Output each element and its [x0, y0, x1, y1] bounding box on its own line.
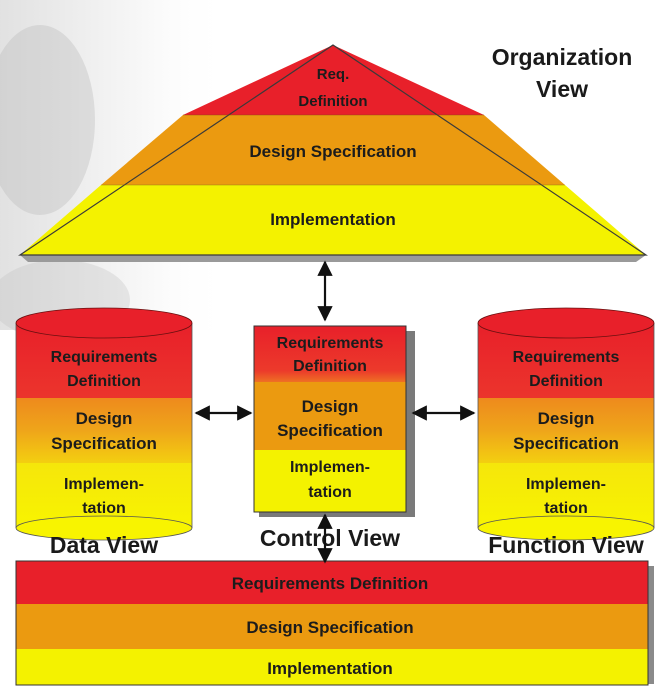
- control-design-line1: Design: [302, 397, 359, 416]
- function-impl-line2: tation: [544, 500, 588, 517]
- control-req-line1: Requirements: [277, 335, 384, 352]
- function-cylinder-top: [477, 307, 655, 339]
- output-view: Requirements Definition Design Specifica…: [15, 560, 654, 686]
- function-view-title: Function View: [488, 532, 644, 558]
- control-view: Requirements Definition Design Specifica…: [253, 325, 415, 551]
- data-design-line1: Design: [76, 409, 133, 428]
- control-implementation-layer: [254, 450, 406, 512]
- control-outline: [253, 325, 407, 513]
- roof-shadow: [20, 255, 646, 262]
- control-impl-line2: tation: [308, 484, 352, 501]
- roof-requirements-layer: [183, 45, 484, 115]
- function-design-line1: Design: [538, 409, 595, 428]
- function-impl-line1: Implemen-: [526, 476, 606, 493]
- roof-design-layer: [101, 115, 565, 185]
- base-requirements-layer: [16, 561, 648, 604]
- control-impl-line1: Implemen-: [290, 459, 370, 476]
- base-implementation-layer: [16, 649, 648, 685]
- org-design-label: Design Specification: [249, 142, 416, 161]
- organization-view-title-line2: View: [536, 76, 588, 102]
- function-view: Requirements Definition Design Specifica…: [477, 307, 655, 558]
- data-design-layer: [16, 398, 192, 463]
- connectors: [194, 260, 476, 564]
- control-req-line2: Definition: [293, 358, 367, 375]
- org-implementation-label: Implementation: [270, 210, 396, 229]
- data-impl-line1: Implemen-: [64, 476, 144, 493]
- data-view-title: Data View: [50, 532, 158, 558]
- control-view-title: Control View: [260, 525, 400, 551]
- data-view: Requirements Definition Design Specifica…: [15, 307, 193, 558]
- organization-view: Req. Definition Design Specification Imp…: [18, 44, 648, 262]
- function-req-line1: Requirements: [513, 349, 620, 366]
- base-design-layer: [16, 604, 648, 649]
- data-req-line1: Requirements: [51, 349, 158, 366]
- organization-view-title-line1: Organization: [492, 44, 633, 70]
- control-requirements-layer: [254, 326, 406, 382]
- function-design-layer: [478, 398, 654, 463]
- control-design-line2: Specification: [277, 421, 383, 440]
- roof-implementation-layer: [20, 185, 646, 255]
- data-cylinder-top: [15, 307, 193, 339]
- roof-outline: [18, 44, 648, 256]
- data-design-line2: Specification: [51, 434, 157, 453]
- data-req-line2: Definition: [67, 373, 141, 390]
- function-req-line2: Definition: [529, 373, 603, 390]
- control-design-layer: [254, 382, 406, 450]
- base-requirements-label: Requirements Definition: [232, 574, 428, 593]
- base-design-label: Design Specification: [246, 618, 413, 637]
- org-req-line1: Req.: [317, 66, 350, 83]
- base-implementation-label: Implementation: [267, 659, 393, 678]
- org-req-line2: Definition: [298, 93, 367, 110]
- function-design-line2: Specification: [513, 434, 619, 453]
- data-impl-line2: tation: [82, 500, 126, 517]
